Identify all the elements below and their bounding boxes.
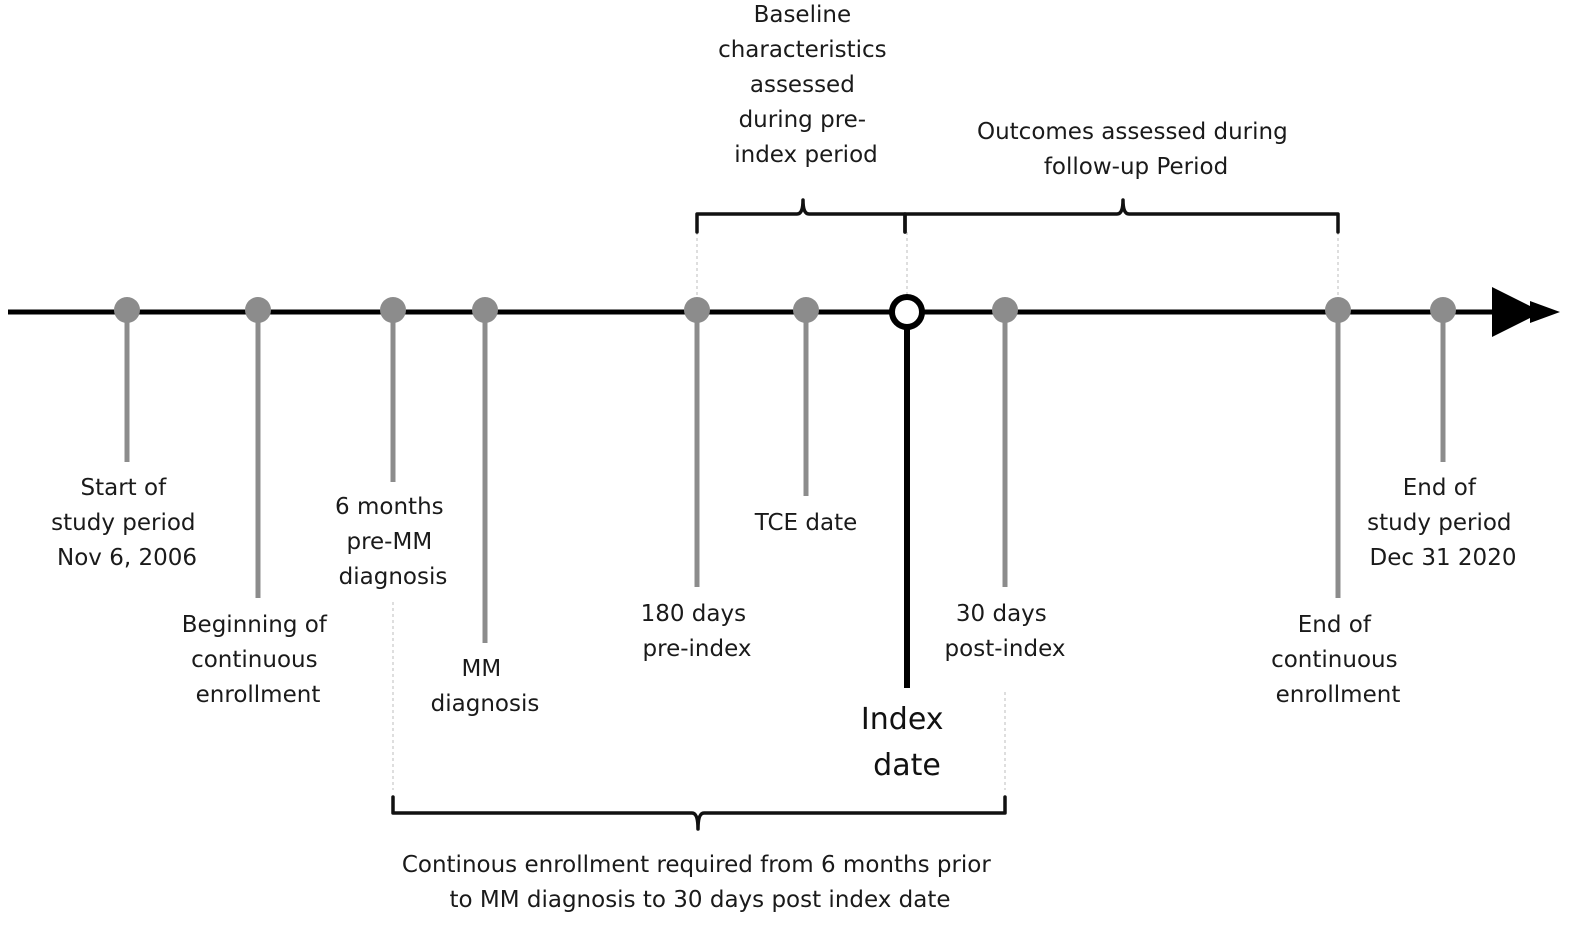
marker-180-days <box>684 297 710 323</box>
label-index-date: Index date <box>861 702 953 783</box>
label-follow-up-period: Outcomes assessed during follow-up Perio… <box>977 119 1295 180</box>
marker-begin-enroll <box>245 297 271 323</box>
marker-end-enroll <box>1325 297 1351 323</box>
label-begin-enroll: Beginning of continuous enrollment <box>182 612 334 708</box>
timeline-arrowhead <box>1530 301 1560 323</box>
marker-mm-diagnosis <box>472 297 498 323</box>
label-mm-diagnosis: MM diagnosis <box>431 656 540 717</box>
marker-index-date <box>889 294 925 330</box>
marker-6-months <box>380 297 406 323</box>
label-end-study: End of study period Dec 31 2020 <box>1367 475 1519 571</box>
label-enrollment-requirement: Continous enrollment required from 6 mon… <box>402 852 998 913</box>
label-tce-date: TCE date <box>754 510 857 536</box>
label-6-months: 6 months pre-MM diagnosis <box>335 494 451 590</box>
marker-end-study <box>1430 297 1456 323</box>
marker-30-days <box>992 297 1018 323</box>
label-end-enroll: End of continuous enrollment <box>1271 612 1405 708</box>
marker-tce-date <box>793 297 819 323</box>
label-baseline-period: Baseline characteristics assessed during… <box>718 2 894 168</box>
brace-baseline-period <box>695 198 907 234</box>
label-30-days: 30 days post-index <box>945 601 1066 662</box>
label-start-study: Start of study period Nov 6, 2006 <box>51 475 203 571</box>
marker-start-study <box>114 297 140 323</box>
brace-enrollment-period <box>391 795 1007 831</box>
brace-follow-up-period <box>903 198 1340 234</box>
label-180-days: 180 days pre-index <box>641 601 754 662</box>
